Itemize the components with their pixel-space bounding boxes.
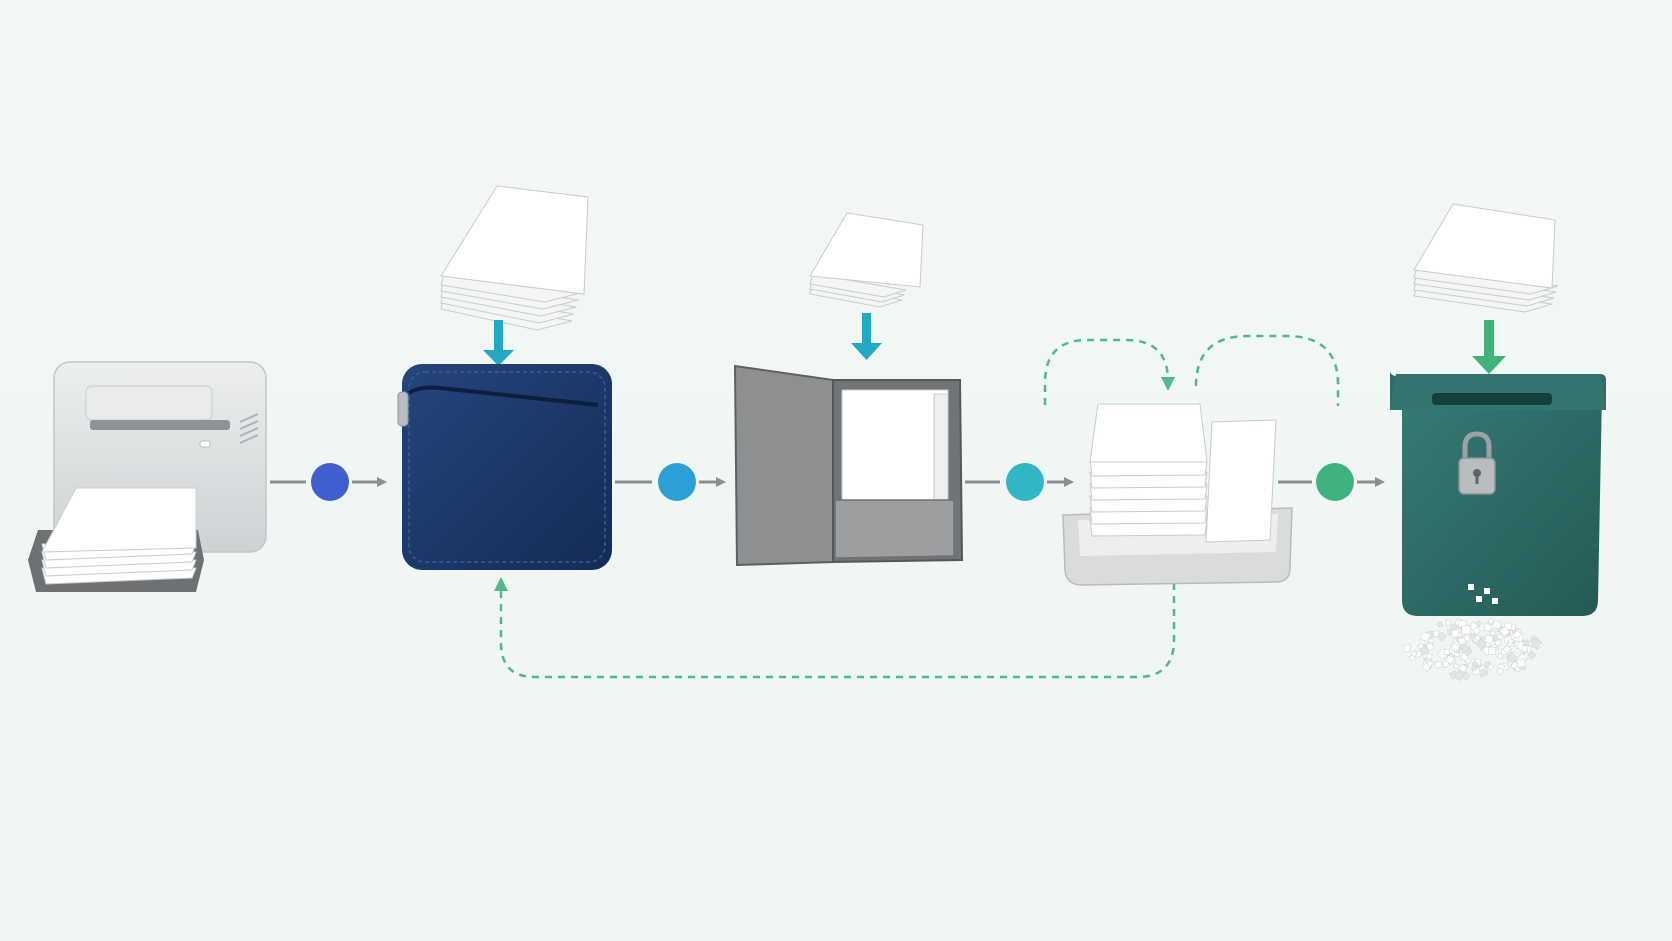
incoming-paper-bin bbox=[1413, 203, 1559, 374]
shred-piece bbox=[1522, 639, 1529, 646]
paper-stack bbox=[440, 185, 589, 331]
shred-piece bbox=[1521, 645, 1529, 652]
shred-piece bbox=[1516, 657, 1527, 669]
shred-piece bbox=[1450, 628, 1460, 639]
step-dot bbox=[658, 463, 696, 501]
shred-piece bbox=[1443, 648, 1450, 655]
upright-sheet bbox=[1205, 419, 1277, 543]
step-dot bbox=[1006, 463, 1044, 501]
step-dot bbox=[1316, 463, 1354, 501]
shred-piece bbox=[1496, 633, 1504, 641]
zip-sleeve-icon bbox=[397, 364, 612, 570]
shred-piece bbox=[1461, 625, 1471, 635]
shred-piece bbox=[1452, 662, 1460, 670]
shred-piece bbox=[1457, 636, 1467, 646]
zip-pull bbox=[397, 391, 409, 427]
shred-piece bbox=[1436, 631, 1447, 642]
shred-piece bbox=[1488, 646, 1496, 655]
bin-slot bbox=[1432, 393, 1552, 405]
shred-piece bbox=[1484, 634, 1494, 645]
shred-piece bbox=[1487, 617, 1495, 625]
shred-piece bbox=[1449, 623, 1458, 632]
shred-piece bbox=[1476, 596, 1482, 602]
shred-piece bbox=[1484, 588, 1490, 594]
shred-piece bbox=[1468, 584, 1474, 590]
shred-piece bbox=[1441, 659, 1450, 669]
shred-piece bbox=[1436, 621, 1444, 628]
shred-piece bbox=[1492, 620, 1502, 630]
shred-piece bbox=[1530, 638, 1542, 650]
document-tray-icon bbox=[1062, 403, 1293, 586]
shred-piece bbox=[1497, 653, 1504, 660]
shred-piece bbox=[1507, 638, 1515, 645]
feedback-loops bbox=[494, 334, 1340, 679]
shred-piece bbox=[1445, 620, 1451, 626]
paper-stack bbox=[1089, 403, 1208, 537]
shred-piece bbox=[1419, 645, 1430, 656]
printer-icon bbox=[28, 361, 267, 592]
paper-stack bbox=[809, 212, 924, 308]
shred-piece bbox=[1425, 652, 1433, 660]
shred-piece bbox=[1490, 630, 1495, 636]
down-arrow bbox=[494, 320, 503, 352]
incoming-paper-sleeve bbox=[440, 185, 589, 366]
shred-piece bbox=[1498, 626, 1510, 638]
locked-bin-icon bbox=[1390, 372, 1606, 616]
shred-piece bbox=[1425, 660, 1434, 668]
shred-piece bbox=[1425, 642, 1435, 651]
step-dot bbox=[311, 463, 349, 501]
shred-piece bbox=[1410, 650, 1418, 658]
shred-piece bbox=[1506, 652, 1518, 664]
shred-piece bbox=[1403, 644, 1411, 653]
connector-4 bbox=[1278, 463, 1385, 501]
padlock-icon bbox=[1458, 431, 1496, 495]
loop-tray-to-sleeve bbox=[494, 577, 1176, 679]
shred-piece bbox=[1492, 598, 1498, 604]
shred-piece bbox=[1502, 644, 1512, 654]
folder-pocket bbox=[834, 499, 955, 559]
shred-piece bbox=[1445, 654, 1455, 665]
pocket-folder-icon bbox=[733, 364, 964, 567]
shred-piece bbox=[1419, 631, 1431, 643]
shred-piece bbox=[1475, 635, 1481, 641]
shred-piece bbox=[1453, 670, 1465, 682]
loop-tray-right-return bbox=[1194, 334, 1340, 406]
shred-piece bbox=[1434, 660, 1443, 669]
down-arrow bbox=[862, 313, 871, 345]
folder-paper bbox=[841, 389, 949, 511]
loop-tray-left-return bbox=[1043, 338, 1175, 405]
shred-piece bbox=[1470, 664, 1478, 672]
incoming-paper-folder bbox=[809, 212, 924, 360]
shred-piece bbox=[1472, 626, 1481, 635]
down-arrow bbox=[1484, 320, 1494, 358]
shred-piece bbox=[1487, 663, 1495, 671]
shred-piece bbox=[1496, 667, 1505, 676]
shred-piece bbox=[1477, 667, 1488, 678]
paper-stack bbox=[41, 487, 197, 585]
shred-piece bbox=[1512, 629, 1522, 640]
connector-3 bbox=[965, 463, 1074, 501]
connector-2 bbox=[615, 463, 726, 501]
shred-piece bbox=[1458, 663, 1468, 673]
connector-1 bbox=[270, 463, 387, 501]
shredded-paper-pile bbox=[1403, 584, 1544, 682]
shred-piece bbox=[1450, 642, 1461, 653]
shred-piece bbox=[1475, 638, 1487, 650]
paper-stack bbox=[1413, 203, 1559, 313]
shred-piece bbox=[1494, 639, 1502, 647]
shred-piece bbox=[1527, 650, 1537, 660]
shred-piece bbox=[1463, 649, 1471, 657]
shred-piece bbox=[1469, 633, 1476, 640]
shred-piece bbox=[1461, 671, 1471, 681]
